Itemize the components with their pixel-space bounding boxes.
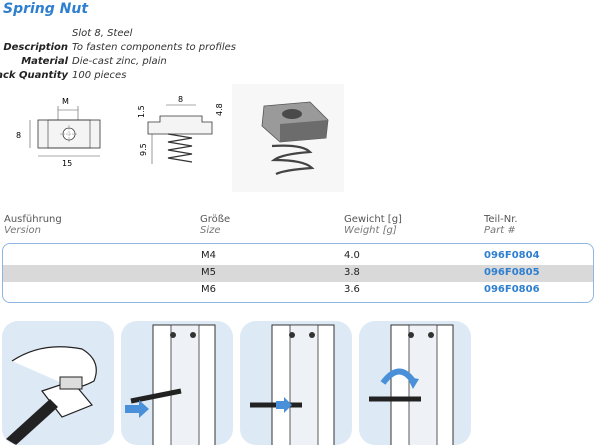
nut-profile — [147, 115, 213, 135]
spec-value: 100 pieces — [72, 70, 127, 81]
dim-width-label: 15 — [62, 159, 72, 168]
parts-table — [2, 243, 594, 303]
dim-height-label: 8 — [16, 131, 21, 140]
col-header-weight: Gewicht [g]Weight [g] — [344, 214, 402, 236]
spec-label: Pack Quantity — [0, 70, 68, 81]
cell-part-number[interactable]: 096F0805 — [484, 267, 540, 278]
screwdriver-icon — [6, 399, 58, 445]
spec-row: Description To fasten components to prof… — [0, 42, 300, 56]
cell-weight: 3.6 — [344, 284, 360, 295]
profile-push-illustration — [250, 324, 335, 445]
table-row: M5 3.8 096F0805 — [3, 265, 593, 282]
cell-size: M5 — [201, 267, 216, 278]
col-header-part: Teil-Nr.Part # — [484, 214, 518, 236]
spec-value: Die-cast zinc, plain — [72, 56, 167, 67]
install-step-1 — [2, 321, 114, 445]
dim-spring-label: 9.5 — [139, 143, 148, 156]
page-title: Spring Nut — [3, 1, 89, 17]
spring-icon — [167, 133, 193, 163]
hand-nut-illustration — [6, 346, 97, 445]
cell-weight: 3.8 — [344, 267, 360, 278]
profile-rotate-illustration — [369, 324, 454, 445]
dim-m-label: M — [62, 97, 69, 106]
cell-size: M4 — [201, 250, 216, 261]
profile-insert-illustration — [125, 324, 216, 445]
spring-photo-icon — [270, 144, 315, 176]
spec-value: Slot 8, Steel — [72, 28, 133, 39]
install-step-2 — [121, 321, 233, 445]
table-row: M6 3.6 096F0806 — [3, 282, 593, 299]
spec-row: Pack Quantity 100 pieces — [0, 70, 300, 84]
screwdriver-icon — [130, 388, 182, 404]
install-step-4 — [359, 321, 471, 445]
spec-label: Material — [21, 56, 68, 67]
spec-label: Description — [3, 42, 68, 53]
product-photo — [232, 84, 344, 192]
spec-row: Slot 8, Steel — [0, 28, 300, 42]
dim-top-label: 8 — [178, 95, 183, 104]
arrow-right-icon — [276, 397, 292, 413]
top-view-drawing: M 8 15 — [16, 97, 101, 168]
dim-left-top-label: 1.5 — [137, 105, 146, 118]
arrow-right-icon — [125, 400, 149, 418]
spec-row: Material Die-cast zinc, plain — [0, 56, 300, 70]
install-step-3 — [240, 321, 352, 445]
side-view-drawing: 8 1.5 4.8 9.5 — [137, 95, 224, 164]
cell-size: M6 — [201, 284, 216, 295]
spec-value: To fasten components to profiles — [72, 42, 236, 53]
cell-part-number[interactable]: 096F0806 — [484, 284, 540, 295]
cell-weight: 4.0 — [344, 250, 360, 261]
cell-part-number[interactable]: 096F0804 — [484, 250, 540, 261]
table-row: M4 4.0 096F0804 — [3, 248, 593, 265]
dim-right-label: 4.8 — [215, 103, 224, 116]
